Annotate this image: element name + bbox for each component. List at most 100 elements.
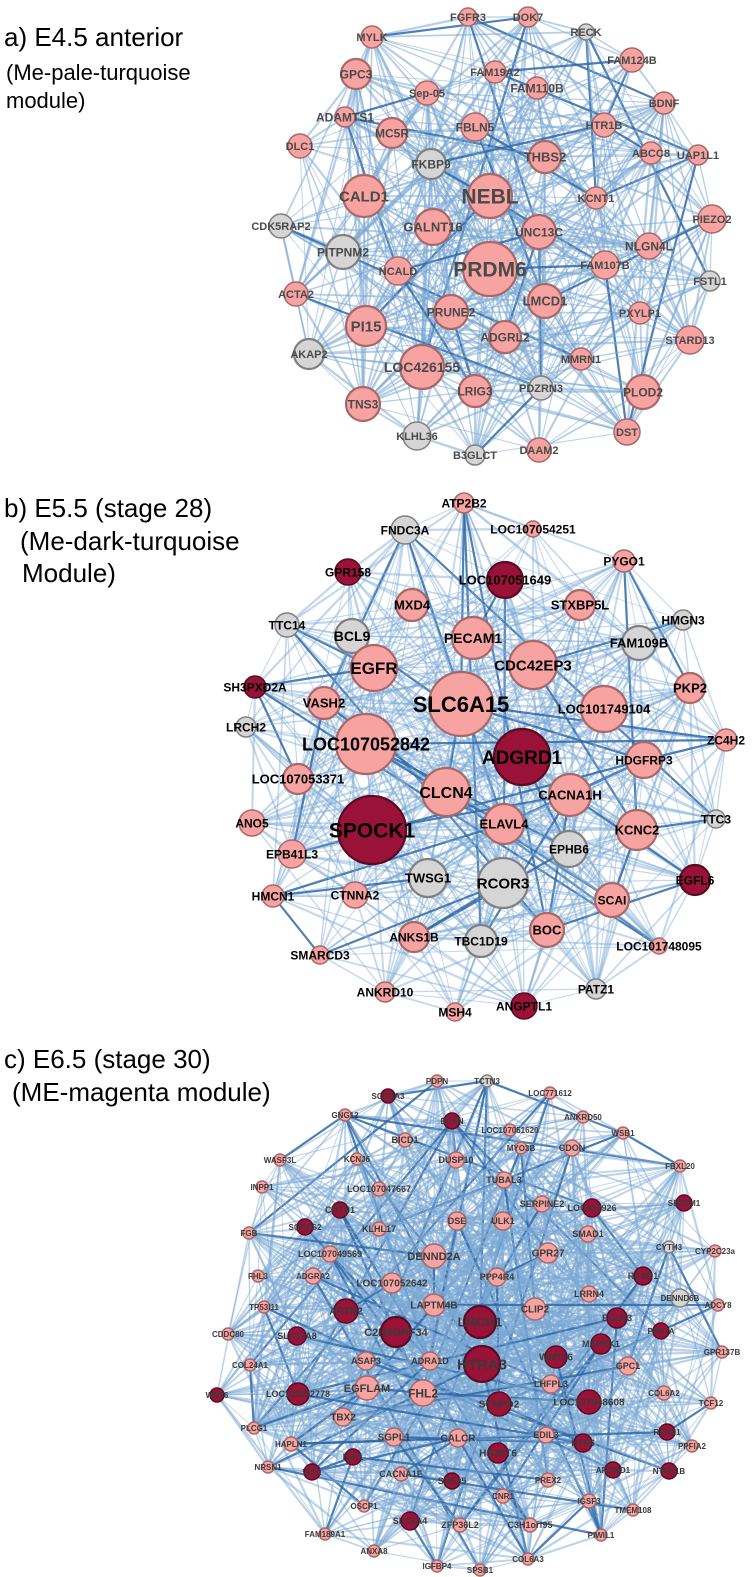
edge xyxy=(503,642,640,825)
edge xyxy=(436,1524,461,1567)
edge xyxy=(460,560,625,705)
edge xyxy=(344,91,428,119)
gene-label: CYTH3 xyxy=(656,1243,683,1252)
gene-label: Sep-05 xyxy=(409,88,445,100)
gene-label: ABCC8 xyxy=(632,148,670,160)
gene-label: RUNX1 xyxy=(653,1428,681,1437)
edge xyxy=(365,642,640,745)
gene-node xyxy=(656,1385,672,1401)
gene-label: TCF12 xyxy=(699,1399,724,1408)
edge xyxy=(611,642,640,901)
edge xyxy=(436,1565,481,1571)
edge xyxy=(579,604,717,820)
gene-node xyxy=(344,304,388,348)
gene-label: LOC107051649 xyxy=(459,573,552,588)
gene-node xyxy=(650,937,668,955)
gene-node xyxy=(292,337,326,371)
gene-node xyxy=(409,1379,437,1407)
gene-label: LRCH2 xyxy=(226,720,266,734)
gene-node xyxy=(350,1152,364,1166)
edge xyxy=(582,1442,602,1536)
gene-node xyxy=(286,1382,310,1406)
edge xyxy=(585,31,644,393)
gene-label: SERPINE2 xyxy=(520,1199,565,1209)
gene-label: BOC xyxy=(533,923,563,938)
gene-label: ELAVL4 xyxy=(480,817,530,832)
edge xyxy=(266,1335,299,1468)
gene-label: DUSP10 xyxy=(438,1155,473,1165)
edge xyxy=(404,1139,504,1222)
gene-node xyxy=(344,385,382,423)
gene-node xyxy=(576,1389,602,1415)
gene-node xyxy=(480,1074,494,1088)
edge xyxy=(308,268,491,355)
edge xyxy=(297,778,356,896)
edge xyxy=(365,743,386,993)
gene-node xyxy=(283,281,309,307)
gene-label: HTR1B xyxy=(586,120,623,132)
gene-node xyxy=(582,1198,602,1218)
gene-label: IGFBP4 xyxy=(423,1562,452,1571)
edge xyxy=(436,1470,670,1567)
edge xyxy=(459,502,466,705)
gene-node xyxy=(628,301,652,325)
edge xyxy=(363,1480,453,1507)
edge xyxy=(413,759,645,938)
edge xyxy=(498,1400,590,1406)
gene-node xyxy=(460,112,490,142)
edge xyxy=(384,991,525,1007)
gene-node xyxy=(268,213,294,239)
gene-node xyxy=(618,1356,638,1376)
gene-label: PREX2 xyxy=(535,1476,562,1485)
edge xyxy=(445,791,638,831)
edge xyxy=(416,300,546,437)
edge xyxy=(286,624,299,780)
gene-label: KCNJ6 xyxy=(344,1155,371,1164)
edge xyxy=(363,195,506,338)
gene-node xyxy=(296,1218,314,1236)
edge xyxy=(523,759,645,1007)
edge xyxy=(555,1355,629,1368)
gene-node xyxy=(514,1141,528,1155)
edge xyxy=(595,153,699,200)
edge xyxy=(663,1392,693,1447)
gene-node xyxy=(528,911,566,949)
gene-label: ZC4H2 xyxy=(707,733,745,747)
edge xyxy=(529,1500,590,1526)
edge xyxy=(682,619,727,741)
gene-node xyxy=(503,1123,517,1137)
gene-label: FHL3 xyxy=(248,1272,269,1281)
edge xyxy=(319,635,353,956)
gene-label: NEBL xyxy=(461,186,518,209)
edge xyxy=(342,251,423,368)
edge xyxy=(639,154,699,314)
edge xyxy=(339,1158,358,1211)
gene-node xyxy=(699,270,721,292)
edge xyxy=(544,218,713,302)
gene-node xyxy=(445,1002,465,1022)
gene-node xyxy=(238,809,266,837)
gene-label: TUBAL3 xyxy=(486,1175,522,1185)
edge xyxy=(371,829,696,881)
edge xyxy=(648,154,699,247)
edge xyxy=(245,529,406,728)
edge xyxy=(253,1310,347,1429)
edge xyxy=(580,339,691,360)
edge xyxy=(445,791,660,947)
edge xyxy=(588,1297,681,1403)
gene-label: FBXL20 xyxy=(665,1162,695,1171)
edge xyxy=(623,560,717,820)
panel-c-subtitle: (ME-magenta module) xyxy=(12,1077,271,1107)
edge xyxy=(472,637,640,644)
gene-node xyxy=(255,1180,269,1194)
edge xyxy=(319,954,386,993)
gene-node xyxy=(333,1298,359,1324)
edge xyxy=(668,1250,716,1472)
gene-label: WIF1 xyxy=(302,1468,322,1477)
edge xyxy=(502,818,717,884)
gene-label: PYGO1 xyxy=(603,554,645,568)
gene-label: FHL2 xyxy=(408,1386,438,1400)
gene-label: ADGRL2 xyxy=(480,330,530,344)
edge xyxy=(272,624,288,897)
gene-node xyxy=(547,772,593,818)
